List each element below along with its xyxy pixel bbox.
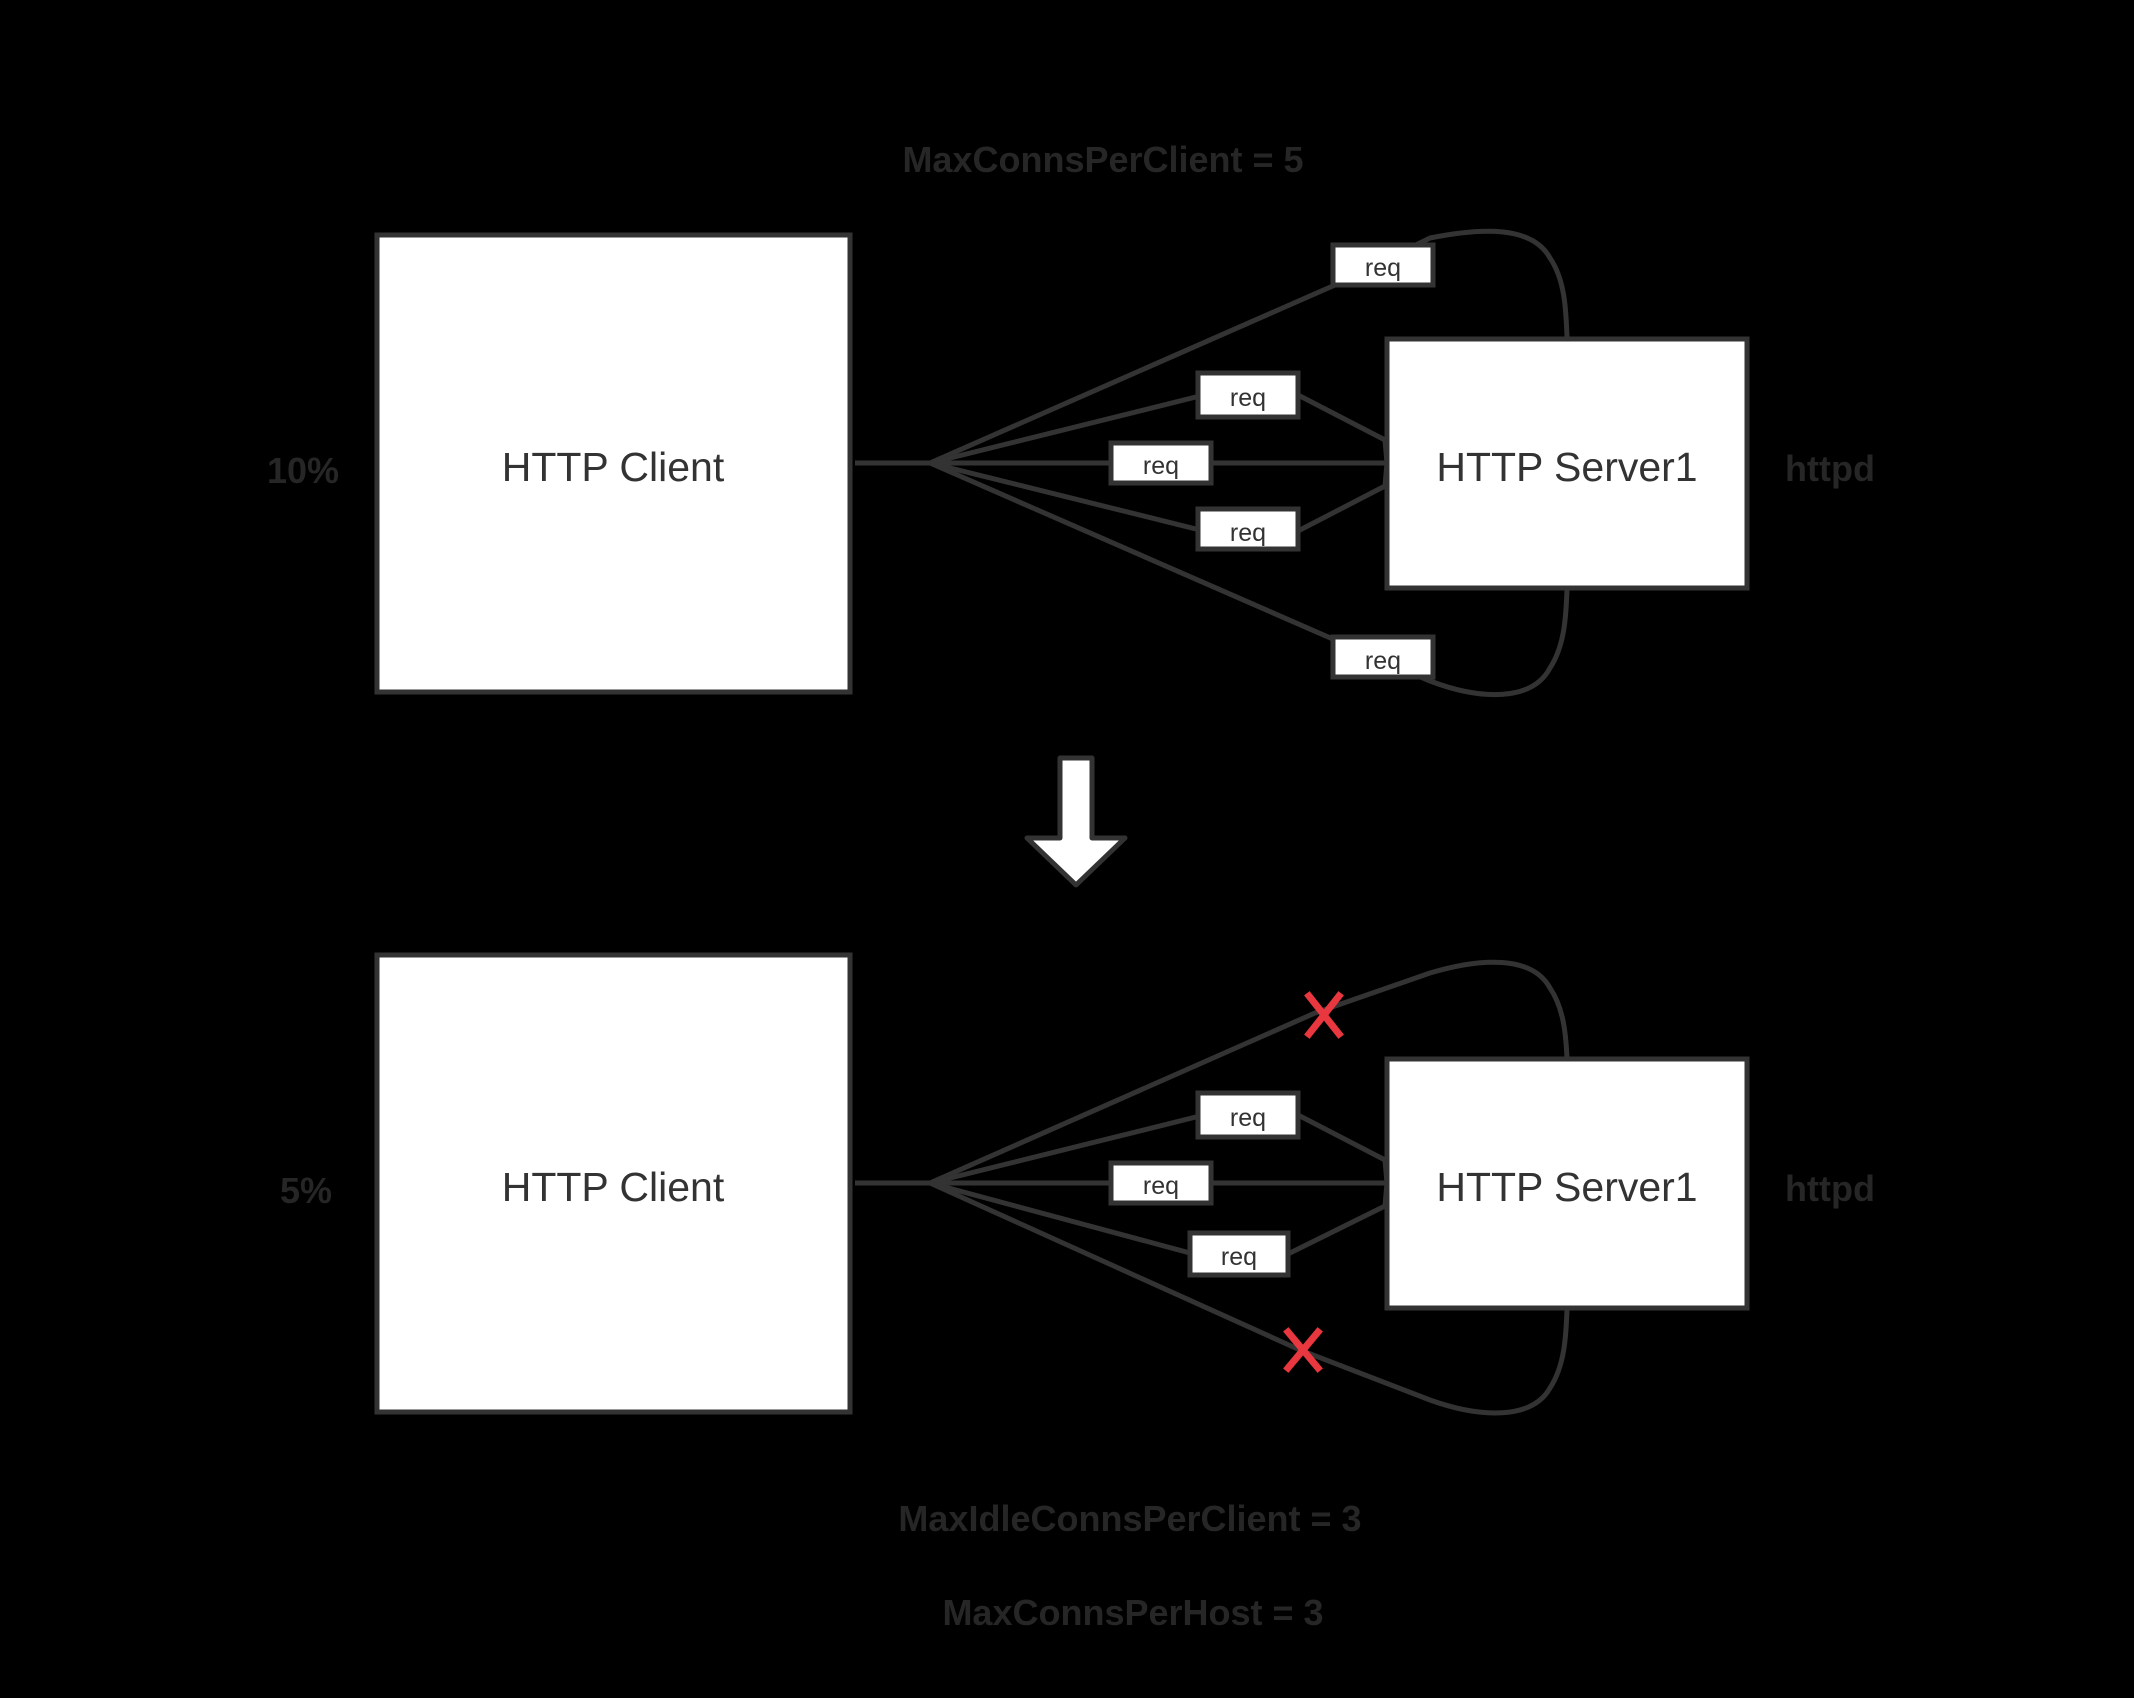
bottom-side-left-label: 5% — [280, 1170, 332, 1211]
top-req-3: req — [1108, 440, 1214, 486]
bottom-req-1: req — [1195, 1090, 1301, 1140]
top-client-box — [374, 232, 853, 695]
req-label: req — [1230, 1104, 1266, 1132]
req-label: req — [1365, 647, 1401, 675]
bottom-server-label: HTTP Server1 — [1436, 1164, 1697, 1210]
bottom-req-2: req — [1108, 1160, 1214, 1206]
top-req-2: req — [1195, 370, 1301, 420]
bottom-client-label: HTTP Client — [502, 1164, 725, 1210]
blocked-x-icon — [1304, 991, 1344, 1039]
down-arrow-icon — [1024, 755, 1128, 888]
blocked-x-icon — [1283, 1327, 1323, 1373]
req-label: req — [1230, 519, 1266, 547]
req-label: req — [1365, 254, 1401, 282]
top-req-5: req — [1330, 634, 1436, 680]
bottom-client-box — [374, 952, 853, 1415]
req-label: req — [1143, 1172, 1179, 1200]
bottom-req-3: req — [1187, 1230, 1291, 1278]
top-server-label: HTTP Server1 — [1436, 444, 1697, 490]
top-req-4: req — [1195, 506, 1301, 552]
bottom-server-box — [1384, 1056, 1750, 1311]
req-label: req — [1143, 452, 1179, 480]
bottom-diagram: HTTP Client HTTP Server1 5% httpd req re… — [280, 952, 1875, 1416]
top-client-label: HTTP Client — [502, 444, 725, 490]
bottom-caption-host: MaxConnsPerHost = 3 — [942, 1592, 1323, 1633]
top-side-right-label: httpd — [1785, 448, 1875, 489]
top-server-box — [1384, 336, 1750, 591]
top-side-left-label: 10% — [267, 450, 339, 491]
top-conn-5 — [928, 460, 1570, 698]
req-label: req — [1221, 1243, 1257, 1271]
top-diagram: HTTP Client HTTP Server1 10% httpd req r… — [267, 228, 1875, 698]
bottom-conn-1 — [928, 959, 1570, 1186]
top-conn-1 — [928, 228, 1570, 466]
top-caption: MaxConnsPerClient = 5 — [902, 139, 1303, 180]
bottom-side-right-label: httpd — [1785, 1168, 1875, 1209]
bottom-conn-5 — [928, 1180, 1570, 1416]
bottom-caption-idle: MaxIdleConnsPerClient = 3 — [898, 1498, 1361, 1539]
top-req-1: req — [1330, 242, 1436, 288]
req-label: req — [1230, 384, 1266, 412]
